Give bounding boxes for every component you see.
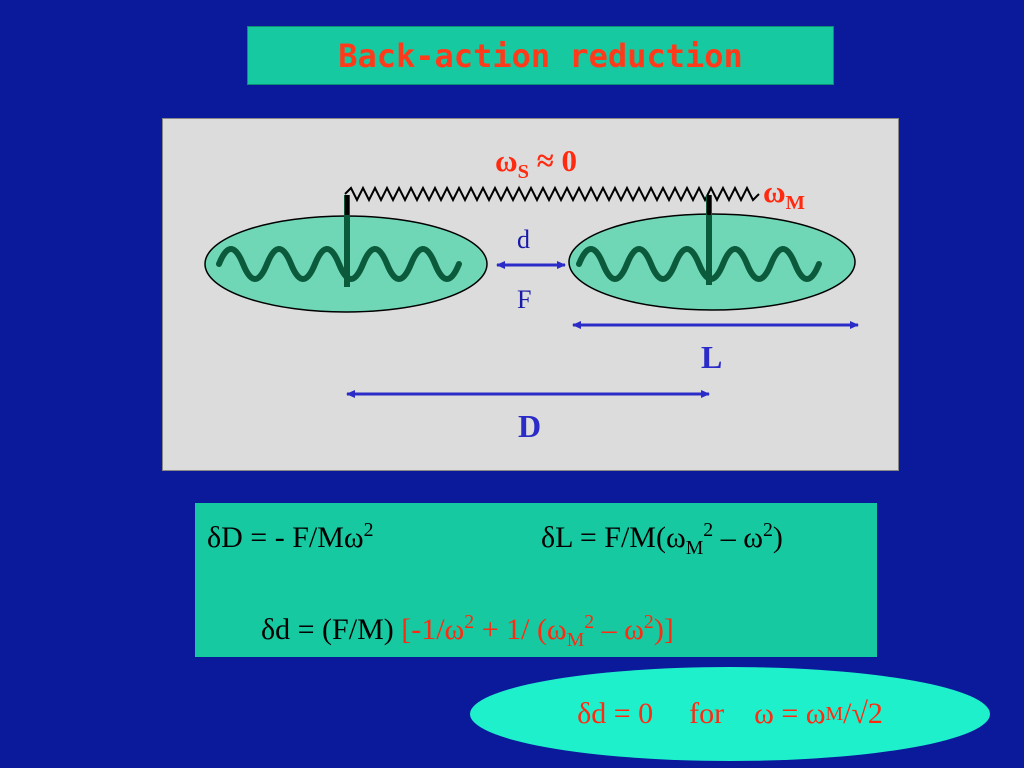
eq2-sup2: 2 — [762, 519, 773, 541]
L-label: L — [701, 339, 723, 375]
eq2-pre: δL = F/M(ω — [541, 521, 686, 554]
slide-title: Back-action reduction — [247, 26, 834, 85]
omega-m-sub: M — [785, 192, 805, 215]
result-a: δd = 0 — [577, 697, 654, 730]
equation-delta-D: δD = - F/Mω2 — [207, 519, 374, 555]
equation-delta-d: δd = (F/M) [-1/ω2 + 1/ (ωM2 – ω2)] — [261, 611, 674, 652]
omega-s-symbol: ω — [495, 143, 518, 178]
eq1-text: δD = - F/Mω — [207, 521, 364, 554]
eq2-sup1: 2 — [703, 519, 714, 541]
left-mass-wave — [216, 246, 462, 282]
omega-s-label: ωS ≈ 0 — [495, 143, 577, 184]
eq1-sup: 2 — [363, 519, 374, 541]
eq3-black: δd = (F/M) — [261, 613, 402, 646]
diagram-svg — [204, 185, 859, 398]
eq3-sup-b: 2 — [584, 611, 595, 633]
eq2-post: ) — [772, 521, 783, 554]
eq3-sub-b: M — [566, 629, 585, 651]
eq3-red-d: )] — [653, 613, 674, 646]
omega-s-sub: S — [517, 161, 530, 184]
result-b: for — [689, 697, 725, 730]
eq3-red-c: – ω — [594, 613, 644, 646]
omega-s-rest: ≈ 0 — [529, 143, 578, 178]
right-mass-wave — [576, 246, 822, 282]
equation-delta-L: δL = F/M(ωM2 – ω2) — [541, 519, 783, 560]
result-c: ω = ω — [754, 697, 826, 730]
d-label: d — [517, 225, 530, 254]
D-label: D — [518, 408, 542, 444]
spring-coupling — [344, 185, 760, 203]
result-d: /√2 — [843, 697, 883, 730]
eq2-mid: – ω — [713, 521, 763, 554]
result-sub: M — [825, 702, 844, 725]
eq3-red-b: + 1/ (ω — [474, 613, 567, 646]
eq3-sup-c: 2 — [643, 611, 654, 633]
eq2-sub: M — [685, 537, 704, 559]
F-label: F — [517, 285, 532, 314]
equations-box: δD = - F/Mω2 δL = F/M(ωM2 – ω2) δd = (F/… — [195, 503, 877, 657]
omega-m-symbol: ω — [763, 174, 786, 209]
eq3-sup-a: 2 — [464, 611, 475, 633]
omega-m-label: ωM — [763, 174, 805, 215]
diagram-panel: ωS ≈ 0 ωM d F L D — [162, 118, 899, 471]
eq3-red-a: [-1/ω — [401, 613, 465, 646]
